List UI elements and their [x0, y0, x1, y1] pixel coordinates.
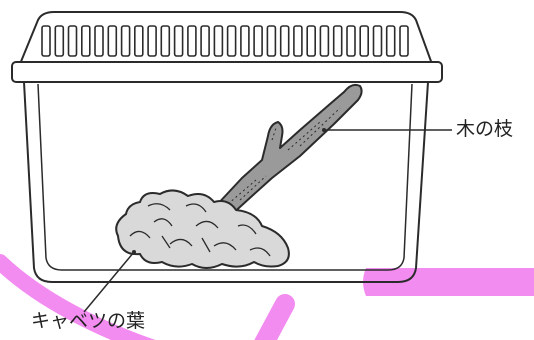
vent-slot	[82, 26, 90, 56]
vent-slot	[281, 26, 289, 56]
vent-slot	[347, 26, 355, 56]
vent-slot	[188, 26, 196, 56]
vent-slot	[214, 26, 222, 56]
vent-slot	[42, 26, 50, 56]
vent-slot	[320, 26, 328, 56]
leader-dot-branch	[322, 128, 326, 132]
label-wood-branch: 木の枝	[456, 120, 513, 139]
vent-slot	[175, 26, 183, 56]
vent-slot	[400, 26, 408, 56]
vent-slot	[95, 26, 103, 56]
vent-slot	[55, 26, 63, 56]
vent-slot	[387, 26, 395, 56]
branch-body	[214, 85, 362, 216]
vent-slot	[307, 26, 315, 56]
highlighter-stroke-middle	[263, 304, 285, 340]
vent-slot	[148, 26, 156, 56]
vent-slot	[122, 26, 130, 56]
vent-slot	[360, 26, 368, 56]
leaf-body	[116, 190, 289, 268]
vent-slot	[135, 26, 143, 56]
vent-slot	[228, 26, 236, 56]
cabbage-leaf	[116, 190, 289, 268]
wood-branch	[214, 85, 362, 216]
vent-slot	[334, 26, 342, 56]
vent-slot	[267, 26, 275, 56]
leader-dot-cabbage	[132, 250, 136, 254]
lid-rim	[12, 62, 442, 82]
vent-slot	[161, 26, 169, 56]
vent-slot	[254, 26, 262, 56]
vent-slot	[201, 26, 209, 56]
vent-slot	[241, 26, 249, 56]
label-cabbage-leaf: キャベツの葉	[31, 312, 145, 331]
vent-slot	[108, 26, 116, 56]
vent-slot	[294, 26, 302, 56]
vent-slot	[374, 26, 382, 56]
vent-slot	[69, 26, 77, 56]
